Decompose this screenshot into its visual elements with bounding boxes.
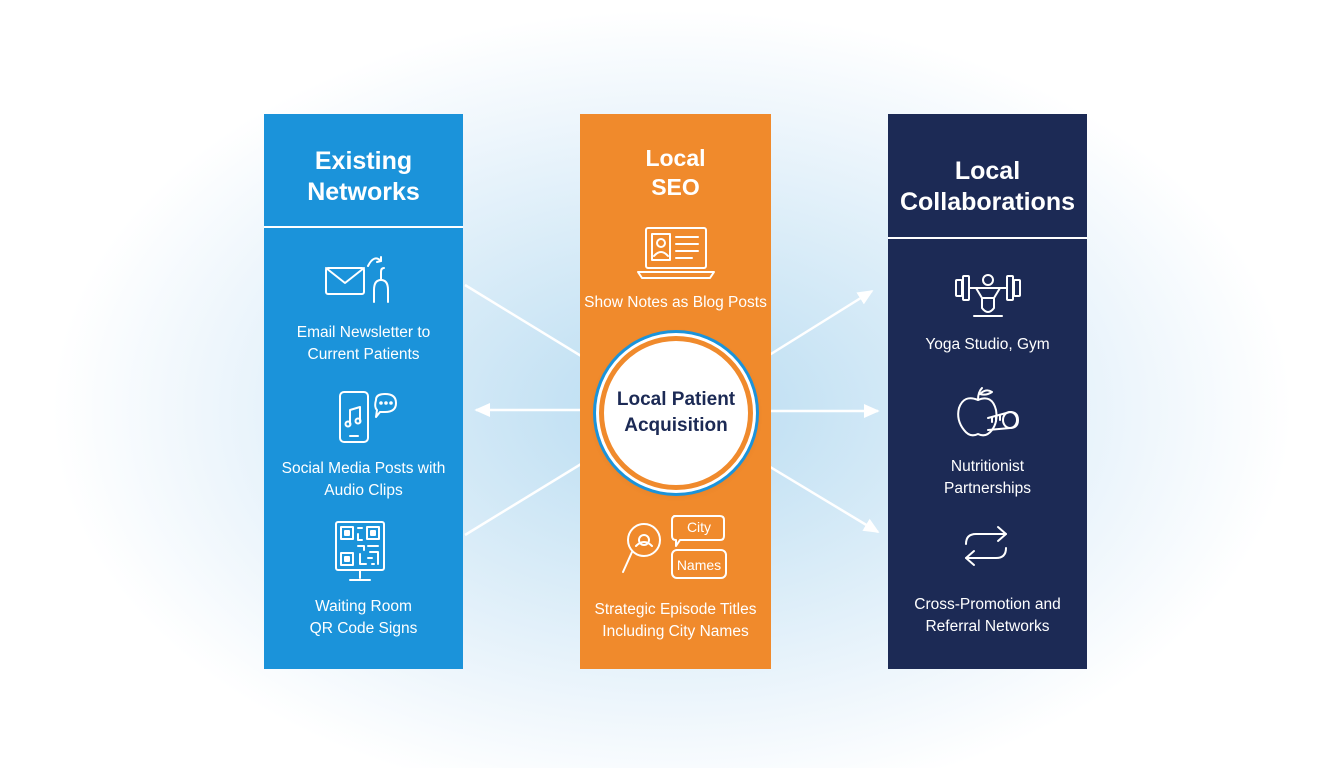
column-divider [888, 237, 1087, 239]
hub-label-line: Acquisition [624, 415, 728, 436]
local-collaborations-title: Local Collaborations [888, 156, 1087, 218]
title-line: Local [645, 145, 706, 171]
names-bubble-text: Names [676, 557, 722, 573]
local-patient-acquisition-hub: Local Patient Acquisition [599, 336, 753, 490]
label-line: Nutritionist [950, 458, 1025, 475]
show-notes-label: Show Notes as Blog Posts [580, 292, 771, 314]
label-line: Partnerships [943, 480, 1031, 497]
yoga-studio-label: Yoga Studio, Gym [888, 334, 1087, 356]
label-line: Yoga Studio, Gym [925, 336, 1050, 353]
title-line: SEO [651, 174, 700, 200]
city-bubble-text: City [686, 519, 712, 535]
local-seo-title: Local SEO [580, 144, 771, 202]
waiting-room-label: Waiting Room QR Code Signs [264, 596, 463, 640]
label-line: Waiting Room [315, 598, 412, 615]
email-newsletter-icon [324, 252, 396, 312]
existing-networks-title: Existing Networks [264, 146, 463, 208]
label-line: Audio Clips [324, 482, 403, 499]
label-line: Referral Networks [925, 618, 1050, 635]
search-city-icon [620, 510, 730, 586]
cross-promotion-label: Cross-Promotion and Referral Networks [888, 594, 1087, 638]
label-line: Social Media Posts with [281, 460, 446, 477]
title-line: Collaborations [899, 188, 1075, 216]
label-line: Cross-Promotion and [914, 596, 1061, 613]
existing-networks-column: Existing Networks Email Newsletter to Cu… [264, 114, 463, 669]
title-line: Networks [307, 178, 420, 206]
phone-audio-chat-icon [338, 390, 402, 446]
label-line: Strategic Episode Titles [594, 601, 757, 618]
hub-label-line: Local Patient [616, 389, 736, 410]
social-media-label: Social Media Posts with Audio Clips [264, 458, 463, 502]
title-line: Existing [314, 147, 413, 175]
label-line: Email Newsletter to [296, 324, 431, 341]
label-line: Current Patients [307, 346, 420, 363]
strategic-titles-label: Strategic Episode Titles Including City … [580, 599, 771, 643]
nutritionist-label: Nutritionist Partnerships [888, 456, 1087, 500]
label-line: QR Code Signs [309, 620, 418, 637]
title-line: Local [954, 157, 1021, 185]
laptop-blog-icon [636, 226, 716, 282]
label-line: Including City Names [602, 623, 749, 640]
column-divider [264, 226, 463, 228]
qr-code-sign-icon [334, 520, 388, 590]
apple-measuring-tape-icon [954, 386, 1022, 442]
email-newsletter-label: Email Newsletter to Current Patients [264, 322, 463, 366]
exchange-arrows-icon [960, 524, 1012, 568]
local-collaborations-column: Local Collaborations Yoga Studio, Gym [888, 114, 1087, 669]
weightlifter-icon [954, 270, 1022, 322]
label-line: Show Notes as Blog Posts [584, 294, 767, 311]
